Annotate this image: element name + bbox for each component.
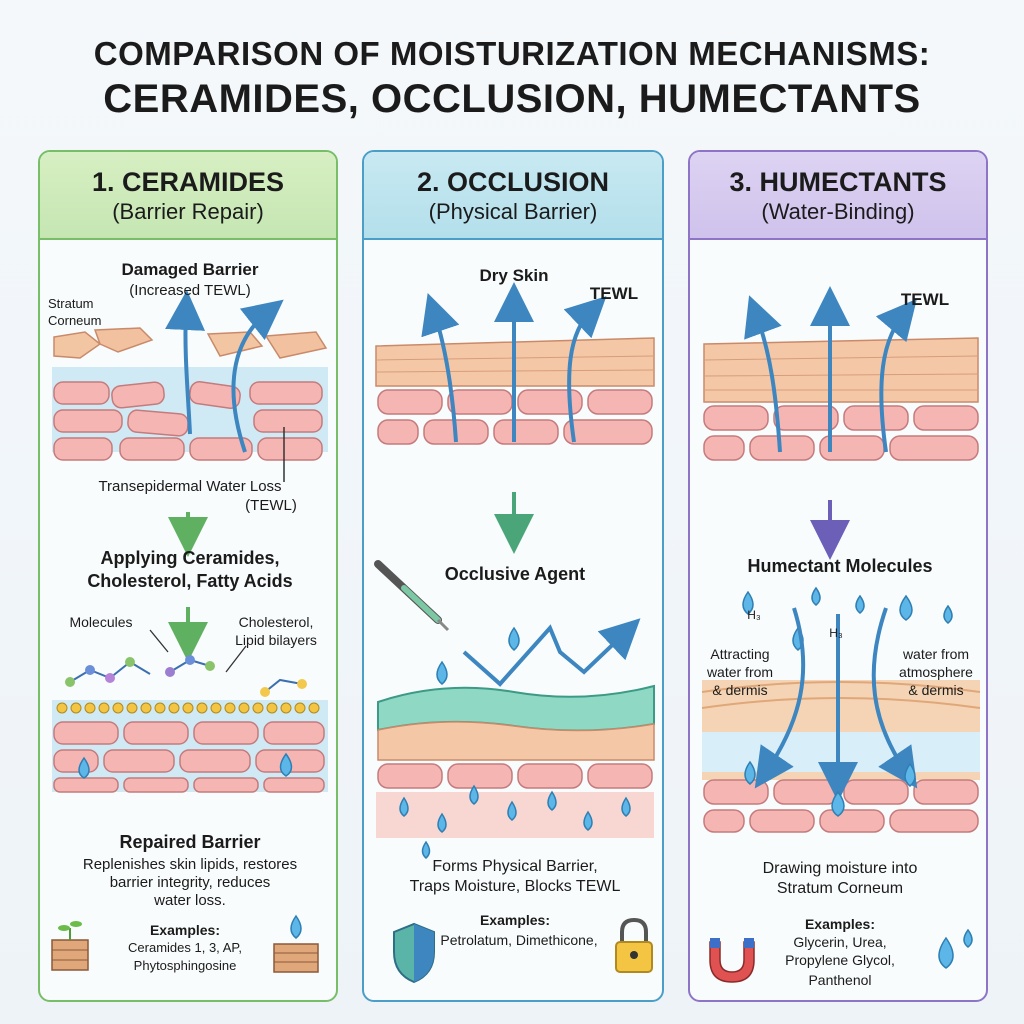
sprout-brick-icon (51, 921, 89, 971)
humectant-right-1: water from (902, 646, 970, 662)
occlusive-layer (376, 684, 655, 838)
ceramides-examples-1: Ceramides 1, 3, AP, (128, 940, 242, 955)
occlusion-subheading: (Physical Barrier) (428, 199, 598, 224)
ceramides-illustration (51, 290, 328, 973)
dropper-icon (374, 560, 450, 632)
damaged-barrier-title: Damaged Barrier (121, 260, 259, 279)
humectants-desc-2: Stratum Corneum (776, 880, 904, 897)
humectant-left-1: Attracting (710, 646, 770, 662)
humectant-right-2: atmosphere (899, 664, 973, 680)
ceramides-examples-label: Examples: (149, 922, 221, 938)
shield-icon (393, 922, 435, 984)
ceramides-subheading: (Barrier Repair) (112, 199, 264, 224)
droplets-icon (938, 928, 973, 969)
occlusion-examples-label: Examples: (479, 912, 551, 928)
tewl-arrow-1 (744, 295, 782, 453)
humectants-header: 3. HUMECTANTS (Water-Binding) (690, 152, 986, 240)
ceramides-desc-2: barrier integrity, reduces (109, 874, 271, 891)
ceramides-desc-1: Replenishes skin lipids, restores (82, 856, 298, 873)
occlusion-heading: 2. OCCLUSION (416, 167, 610, 197)
dry-skin-layer (703, 337, 979, 461)
magnet-icon (709, 938, 755, 983)
humectants-panel: 3. HUMECTANTS (Water-Binding) (688, 150, 988, 1002)
humectants-desc-1: Drawing moisture into (762, 860, 918, 877)
damaged-barrier-subtitle: (Increased TEWL) (129, 282, 251, 299)
cholesterol-label-1: Cholesterol, (238, 614, 314, 630)
water-droplets (399, 626, 631, 859)
stratum-label-1: Stratum (48, 296, 94, 311)
humectants-examples-2: Propylene Glycol, (785, 952, 895, 968)
water-droplet-icon (78, 756, 90, 779)
ceramides-heading: 1. CERAMIDES (91, 167, 285, 197)
molecules-label: Molecules (69, 614, 133, 630)
tewl-arrow-3 (563, 296, 607, 443)
applying-line-2: Cholesterol, Fatty Acids (87, 571, 293, 591)
occlusion-desc-1: Forms Physical Barrier, (432, 858, 598, 875)
humectants-subheading: (Water-Binding) (761, 199, 915, 224)
dry-skin-label: Dry Skin (479, 266, 549, 285)
title-line-1: COMPARISON OF MOISTURIZATION MECHANISMS: (93, 35, 931, 72)
tewl-label-1: Transepidermal Water Loss (98, 478, 282, 495)
page-title: COMPARISON OF MOISTURIZATION MECHANISMS:… (0, 34, 1024, 124)
tewl-arrow-2 (231, 299, 284, 453)
repaired-skin-layer (52, 700, 328, 793)
humectants-examples-label: Examples: (804, 916, 876, 932)
water-droplet-icon (279, 752, 293, 777)
stratum-label-2: Corneum (48, 313, 102, 328)
tewl-arrow-3 (875, 298, 917, 453)
padlock-icon (615, 917, 653, 973)
draw-arrow-1 (754, 607, 806, 789)
humectant-left-3: & dermis (712, 682, 768, 698)
occlusion-header: 2. OCCLUSION (Physical Barrier) (364, 152, 662, 240)
molecule-tag-1: H₃ (747, 608, 761, 622)
humectants-illustration (701, 286, 981, 983)
humectant-left-2: water from (706, 664, 774, 680)
occlusive-agent-label: Occlusive Agent (444, 564, 586, 584)
damaged-skin-layer (52, 327, 328, 461)
occlusion-illustration (374, 282, 655, 984)
draw-arrow-3 (871, 607, 918, 789)
tewl-label: TEWL (589, 284, 639, 303)
cholesterol-label-2: Lipid bilayers (235, 632, 317, 648)
humectants-examples-3: Panthenol (808, 972, 872, 988)
lipid-molecules (65, 629, 307, 697)
humectants-examples-1: Glycerin, Urea, (793, 934, 887, 950)
tewl-arrow-1 (421, 293, 460, 443)
blocked-tewl-arrow (462, 618, 641, 687)
occlusion-desc-2: Traps Moisture, Blocks TEWL (409, 878, 621, 895)
tewl-label-2: (TEWL) (245, 497, 297, 514)
ceramides-panel: 1. CERAMIDES (Barrier Repair) (38, 150, 338, 1002)
humectant-molecules-label: Humectant Molecules (747, 556, 933, 576)
title-line-2: CERAMIDES, OCCLUSION, HUMECTANTS (103, 77, 921, 121)
molecule-tag-2: H₃ (829, 626, 843, 640)
humectant-droplets (742, 586, 953, 651)
droplet-brick-icon (273, 914, 319, 973)
humectants-heading: 3. HUMECTANTS (729, 167, 947, 197)
ceramides-header: 1. CERAMIDES (Barrier Repair) (40, 152, 336, 240)
tewl-arrow-1 (165, 290, 206, 435)
occlusion-examples-1: Petrolatum, Dimethicone, (440, 932, 598, 948)
occlusion-panel: 2. OCCLUSION (Physical Barrier) (362, 150, 664, 1002)
ceramides-desc-3: water loss. (154, 892, 226, 909)
humectant-right-3: & dermis (908, 682, 964, 698)
tewl-label: TEWL (900, 290, 950, 309)
repaired-barrier-title: Repaired Barrier (119, 832, 261, 852)
ceramides-examples-2: Phytosphingosine (133, 958, 237, 973)
applying-line-1: Applying Ceramides, (100, 548, 280, 568)
